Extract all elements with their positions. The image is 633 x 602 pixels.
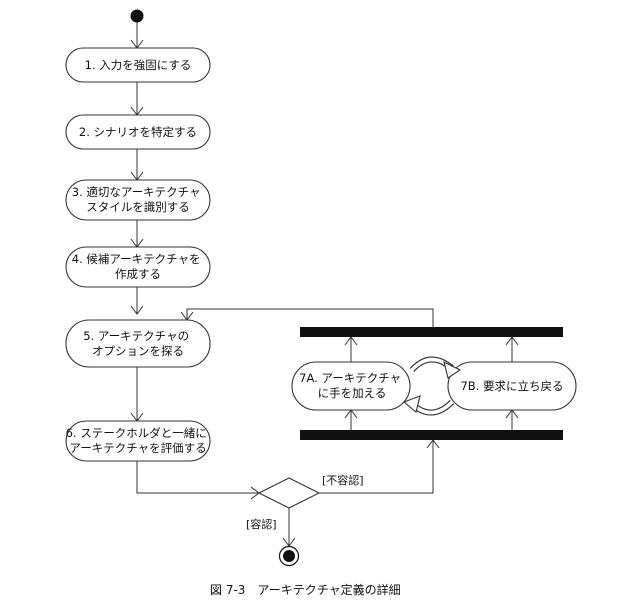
cycle-arrowhead-bottom bbox=[402, 395, 421, 413]
edges bbox=[136, 16, 513, 546]
step-7a-label: 7A. アーキテクチャ に手を加える bbox=[299, 371, 405, 400]
step-3-box bbox=[65, 179, 211, 221]
step-7b-box bbox=[447, 361, 577, 411]
initial-node bbox=[130, 9, 144, 23]
join-bar-bottom bbox=[300, 430, 563, 440]
step-1-box bbox=[65, 47, 211, 83]
cycle-arrows bbox=[402, 356, 462, 416]
step-5-box bbox=[65, 319, 211, 368]
figure-caption: 図 7-3 アーキテクチャ定義の詳細 bbox=[210, 582, 401, 597]
cycle-arrowhead-top bbox=[443, 360, 462, 379]
step-1-label: 1. 入力を強固にする bbox=[85, 58, 192, 72]
edge-step6-to-decision bbox=[136, 461, 259, 494]
guard-rejected: [不容認] bbox=[322, 473, 364, 487]
arrowhead bbox=[130, 305, 144, 315]
step-6-box bbox=[65, 420, 211, 462]
step-3-label: 3. 適切なアーキテクチャ スタイルを識別する bbox=[72, 185, 204, 214]
step-2-box bbox=[65, 114, 211, 150]
edge-fork-to-step5 bbox=[186, 308, 434, 327]
step-4-box bbox=[65, 246, 211, 288]
guard-accepted: [容認] bbox=[246, 517, 277, 531]
step-5-label: 5. アーキテクチャの オプションを探る bbox=[83, 329, 192, 358]
step-4-label: 4. 候補アーキテクチャを 作成する bbox=[72, 252, 204, 281]
step-7b-label: 7B. 要求に立ち戻る bbox=[460, 379, 563, 393]
fork-bar-top bbox=[300, 327, 563, 337]
final-node bbox=[283, 550, 295, 562]
edge-decision-rejected-to-join bbox=[319, 440, 434, 494]
step-6-label: 6. ステークホルダと一緒に アーキテクチャを評価する bbox=[66, 426, 211, 455]
step-2-label: 2. シナリオを特定する bbox=[79, 125, 197, 139]
step-7a-box bbox=[291, 361, 411, 411]
decision-diamond bbox=[257, 477, 321, 509]
